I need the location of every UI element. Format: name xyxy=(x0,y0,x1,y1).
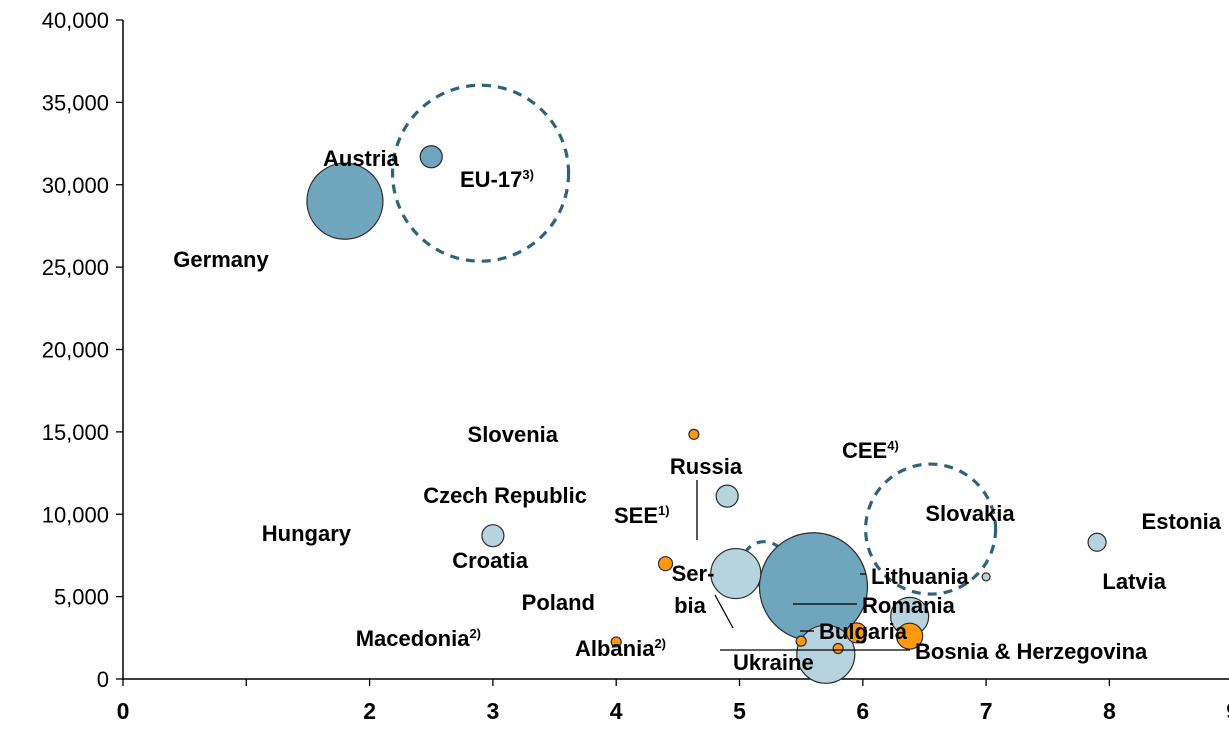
bubble-germany xyxy=(306,162,384,240)
label-ukraine: Ukraine xyxy=(733,650,814,675)
label-macedonia: Macedonia2) xyxy=(356,626,481,651)
y-tick-label: 25,000 xyxy=(42,255,109,280)
label-reference-see: SEE1) xyxy=(614,503,670,528)
y-tick-label: 20,000 xyxy=(42,338,109,363)
y-tick-label: 5,000 xyxy=(54,585,109,610)
bubble-ukraine xyxy=(796,624,856,684)
label-slovakia: Slovakia xyxy=(925,501,1015,526)
x-tick-label: 6 xyxy=(856,698,869,724)
bubble-slovenia xyxy=(688,428,700,440)
x-tick-label: 3 xyxy=(487,698,500,724)
label-bulgaria: Bulgaria xyxy=(819,619,908,644)
label-reference-cee: CEE4) xyxy=(842,438,899,463)
bubble-hungary xyxy=(481,524,505,548)
y-tick-label: 40,000 xyxy=(42,8,109,33)
label-slovenia: Slovenia xyxy=(468,422,559,447)
y-tick-label: 30,000 xyxy=(42,173,109,198)
x-tick-label: 2 xyxy=(363,698,376,724)
bubble-poland xyxy=(710,547,762,600)
y-tick-label: 15,000 xyxy=(42,420,109,445)
label-austria: Austria xyxy=(323,146,400,171)
label-ser: Ser- xyxy=(672,561,715,586)
bubble-bulgaria xyxy=(896,622,924,650)
label-albania: Albania2) xyxy=(575,636,666,661)
bubble-austria xyxy=(419,145,443,169)
x-tick-label: 4 xyxy=(610,698,623,724)
bubble-ser xyxy=(846,622,868,644)
reference-circle-cee xyxy=(864,462,998,596)
bubble-croatia xyxy=(657,556,674,572)
label-russia: Russia xyxy=(670,454,743,479)
x-tick-label: 7 xyxy=(980,698,993,724)
x-tick-label: 5 xyxy=(733,698,746,724)
label-hungary: Hungary xyxy=(262,521,352,546)
y-tick-label: 0 xyxy=(97,667,109,692)
label-latvia: Latvia xyxy=(1102,569,1166,594)
label-czech-republic: Czech Republic xyxy=(423,483,587,508)
label-poland: Poland xyxy=(522,590,595,615)
bubble-bosnia-herzegovina xyxy=(832,642,844,655)
label-romania: Romania xyxy=(862,593,956,618)
label-reference-eu-17: EU-173) xyxy=(460,167,534,192)
bubble-czech-republic xyxy=(715,484,739,508)
reference-circle-eu-17 xyxy=(390,83,571,263)
x-tick-label: 8 xyxy=(1103,698,1116,724)
y-tick-label: 10,000 xyxy=(42,502,109,527)
bubble-lithuania xyxy=(981,572,991,582)
label-croatia: Croatia xyxy=(452,548,529,573)
label-estonia: Estonia xyxy=(1142,509,1222,534)
bubble-macedonia xyxy=(610,636,622,648)
bubble-albania xyxy=(795,635,807,647)
y-tick-label: 35,000 xyxy=(42,90,109,115)
leader-line xyxy=(714,594,734,629)
x-tick-label: 0 xyxy=(117,698,130,724)
bubble-slovakia xyxy=(1087,532,1107,552)
label-germany: Germany xyxy=(173,247,269,272)
x-tick-label: 9 xyxy=(1226,698,1229,724)
label-serbia-continued: bia xyxy=(674,593,707,618)
label-lithuania: Lithuania xyxy=(871,564,970,589)
label-bosnia-herzegovina: Bosnia & Herzegovina xyxy=(915,639,1148,664)
